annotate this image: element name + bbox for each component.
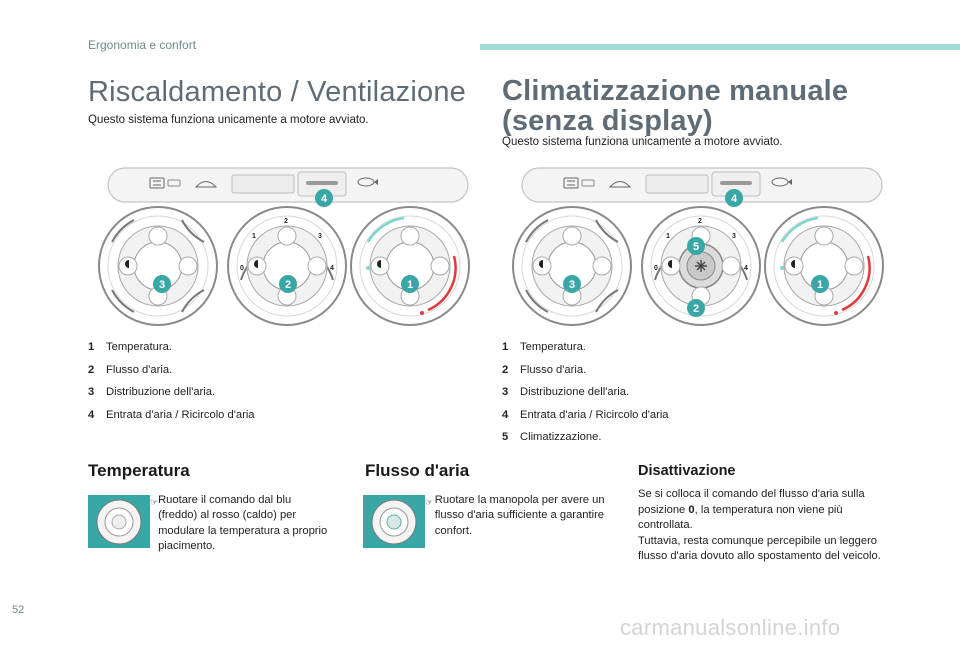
intro-right: Questo sistema funziona unicamente a mot… — [502, 136, 783, 148]
fan-scale-2: 2 — [284, 218, 288, 225]
svg-text:4: 4 — [731, 193, 738, 205]
fan-scale-0: 0 — [654, 265, 658, 272]
airflow-knob-thumbnail — [363, 495, 425, 548]
callout-4: 4 — [725, 189, 743, 207]
recirculation-icon — [771, 177, 792, 187]
svg-text:5: 5 — [693, 241, 699, 253]
section-title-flusso: Flusso d'aria — [365, 461, 470, 480]
fan-scale-3: 3 — [732, 233, 736, 240]
callout-2: 2 — [279, 275, 297, 293]
pointer-icon: ☞ — [425, 497, 434, 507]
instruction-flusso: ☞ Ruotare la manopola per avere un fluss… — [425, 493, 605, 539]
intro-left: Questo sistema funziona unicamente a mot… — [88, 114, 369, 126]
fan-scale-4: 4 — [744, 265, 748, 272]
section-title-disattivazione: Disattivazione — [638, 463, 736, 479]
callout-3: 3 — [563, 275, 581, 293]
heating-panel-diagram: 0 1 2 3 4 4 3 2 1 — [98, 167, 470, 326]
front-defrost-icon — [194, 181, 218, 188]
title-climatizzazione: Climatizzazione manuale (senza display) — [502, 76, 848, 136]
title-riscaldamento: Riscaldamento / Ventilazione — [88, 76, 466, 108]
section-title-temperatura: Temperatura — [88, 461, 190, 480]
disattivazione-p1: Se si colloca il comando del flusso d'ar… — [638, 488, 865, 532]
chapter-bar — [480, 44, 960, 50]
page-number: 52 — [12, 604, 25, 616]
temperature-knob-thumbnail — [88, 495, 150, 548]
fan-scale-4: 4 — [330, 265, 334, 272]
rear-defrost-icon — [563, 177, 579, 189]
front-defrost-icon — [608, 181, 632, 188]
callout-2: 2 — [687, 299, 705, 317]
fan-scale-1: 1 — [666, 233, 670, 240]
disattivazione-p2: Tuttavia, resta comunque percepibile un … — [638, 534, 881, 563]
fan-scale-1: 1 — [252, 233, 256, 240]
svg-text:2: 2 — [285, 279, 291, 291]
chapter-title: Ergonomia e confort — [88, 38, 197, 52]
rear-defrost-icon — [149, 177, 165, 189]
svg-text:4: 4 — [321, 193, 328, 205]
fan-scale-3: 3 — [318, 233, 322, 240]
svg-text:1: 1 — [817, 279, 823, 291]
disattivazione-text: Se si colloca il comando del flusso d'ar… — [638, 487, 893, 565]
fan-scale-2: 2 — [698, 218, 702, 225]
instruction-temperatura: ☞ Ruotare il comando dal blu (freddo) al… — [150, 493, 330, 554]
ac-panel-diagram: 0 1 2 3 4 4 5 3 2 1 — [512, 167, 884, 326]
pointer-icon: ☞ — [150, 497, 159, 507]
svg-text:3: 3 — [569, 279, 575, 291]
callout-4: 4 — [315, 189, 333, 207]
svg-text:2: 2 — [693, 303, 699, 315]
fan-scale-0: 0 — [240, 265, 244, 272]
recirculation-icon — [357, 177, 378, 187]
callout-1: 1 — [401, 275, 419, 293]
title-line-1: Climatizzazione manuale — [502, 75, 849, 107]
watermark: carmanualsonline.info — [620, 615, 841, 640]
callout-3: 3 — [153, 275, 171, 293]
svg-text:3: 3 — [159, 279, 165, 291]
callout-1: 1 — [811, 275, 829, 293]
title-line-2: (senza display) — [502, 105, 713, 137]
ac-snowflake-icon — [695, 260, 707, 272]
callout-5: 5 — [687, 237, 705, 255]
svg-text:1: 1 — [407, 279, 413, 291]
